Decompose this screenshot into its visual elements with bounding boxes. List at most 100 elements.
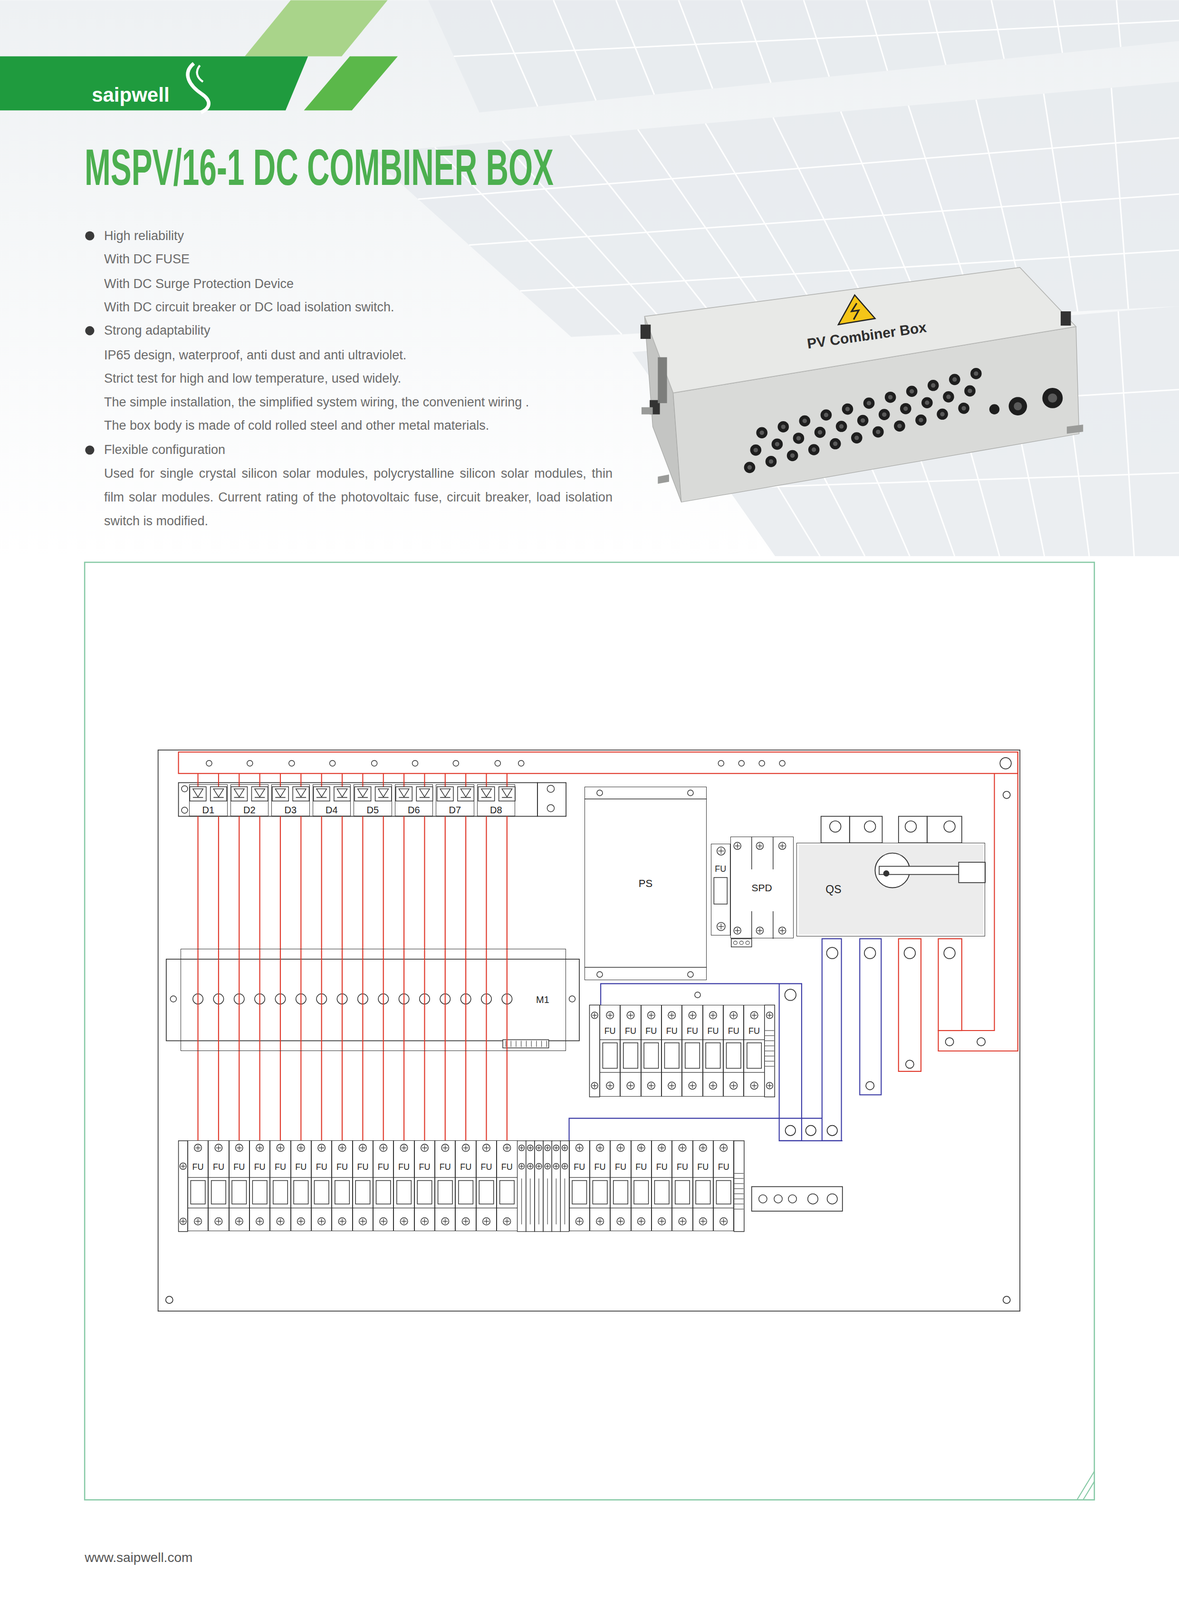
fuse-body xyxy=(314,1180,329,1204)
component-label: FU xyxy=(707,1026,719,1036)
fuse-divider xyxy=(414,1207,435,1208)
end-cap-rib xyxy=(734,1198,744,1199)
diode-module: D3 xyxy=(271,784,310,816)
panel-grid-line xyxy=(469,193,1179,245)
box-hinge xyxy=(1060,311,1071,326)
positive-busbar xyxy=(938,938,962,1031)
diode-module: D8 xyxy=(477,784,516,816)
feature-text: The box body is made of cold rolled stee… xyxy=(104,413,489,438)
terminal-screw xyxy=(441,1217,449,1225)
fuse-divider xyxy=(414,1176,435,1178)
connector-pin xyxy=(515,1040,517,1047)
cable-gland-core xyxy=(918,417,923,422)
terminal-screw xyxy=(596,1217,604,1225)
fuse-divider xyxy=(187,1207,209,1208)
cable-gland xyxy=(948,373,961,386)
feature-text: Used for single crystal silicon solar mo… xyxy=(104,461,613,533)
terminal-screw xyxy=(276,1217,284,1225)
screw-slot xyxy=(671,1012,672,1018)
fuse-body xyxy=(355,1180,370,1204)
busbar-hole xyxy=(864,947,876,959)
cable-gland xyxy=(964,385,976,397)
diode-housing xyxy=(292,786,309,801)
end-cap-rib xyxy=(734,1188,744,1189)
cable-gland xyxy=(1008,396,1028,416)
component-label: FU xyxy=(748,1026,760,1036)
terminal-screw xyxy=(503,1143,511,1151)
cable-gland-core xyxy=(973,371,978,376)
switch-terminal xyxy=(927,815,962,843)
cable-gland xyxy=(958,402,970,414)
box-foot xyxy=(641,407,653,415)
terminal-screw xyxy=(658,1217,666,1225)
screw-slot xyxy=(486,1144,487,1151)
fuse-holder: FU xyxy=(681,1004,703,1097)
fuse-body xyxy=(211,1180,226,1204)
component-label: SPD xyxy=(751,882,773,893)
box-hinge xyxy=(640,324,651,339)
end-cap-rib xyxy=(765,1050,775,1051)
terminal-screw xyxy=(553,1162,559,1169)
component-label: FU xyxy=(274,1162,287,1171)
component-label: FU xyxy=(697,1162,709,1171)
cable-gland xyxy=(1042,387,1063,409)
terminal-screw xyxy=(575,1217,584,1225)
terminal-hole xyxy=(758,1194,767,1203)
fuse-body xyxy=(572,1180,587,1204)
fuse-divider xyxy=(702,1039,724,1040)
fuse-divider xyxy=(743,1039,765,1040)
fuse-divider xyxy=(434,1207,456,1208)
fuse-divider xyxy=(743,1071,765,1073)
terminal-block xyxy=(543,1140,552,1232)
component-label: FU xyxy=(604,1026,616,1036)
terminal-screw xyxy=(756,926,764,934)
diode-housing xyxy=(375,786,392,801)
diode-bar xyxy=(234,796,245,798)
screw-slot xyxy=(712,1083,714,1089)
terminal-screw xyxy=(668,1081,676,1089)
switch-face xyxy=(798,844,983,935)
fuse-divider xyxy=(352,1176,374,1178)
box-lid xyxy=(644,267,1076,393)
screw-slot xyxy=(651,1012,652,1018)
busbar-hole xyxy=(329,760,336,767)
bullet-dot xyxy=(85,230,95,240)
screw-slot xyxy=(403,1218,404,1224)
fuse-holder: FU xyxy=(208,1140,229,1231)
terminal-hole xyxy=(943,820,956,833)
terminal-screw xyxy=(591,1082,598,1089)
terminal-hole xyxy=(829,820,842,833)
screw-slot xyxy=(239,1144,240,1151)
screw-slot xyxy=(362,1218,364,1224)
string-wire xyxy=(321,815,323,1141)
fuse-divider xyxy=(589,1207,611,1208)
screw-slot xyxy=(630,1083,631,1089)
fuse-body xyxy=(716,1180,731,1204)
cable-gland xyxy=(878,408,891,421)
fuse-divider xyxy=(434,1176,456,1178)
screw-slot xyxy=(182,1163,184,1169)
terminal-screw xyxy=(441,1143,449,1151)
feature-text: With DC circuit breaker or DC load isola… xyxy=(104,295,395,319)
diagram-frame xyxy=(84,562,1095,1500)
bullet-dot xyxy=(85,445,95,455)
component-label: D1 xyxy=(202,805,215,815)
fuse-divider xyxy=(599,1071,621,1073)
terminal-screw xyxy=(400,1143,408,1151)
rail-hole xyxy=(181,806,188,814)
fuse-holder: FU xyxy=(269,1140,291,1231)
fuse-divider xyxy=(661,1039,682,1040)
screw-slot xyxy=(341,1218,343,1224)
diode-bar xyxy=(213,796,224,798)
terminal-block xyxy=(517,1140,527,1232)
end-cap-rib xyxy=(765,1045,775,1046)
fuse-divider xyxy=(455,1207,476,1208)
diode-symbol xyxy=(419,788,430,797)
terminal-rib xyxy=(564,1178,566,1225)
fuse-body xyxy=(293,1180,308,1204)
end-cap xyxy=(733,1140,744,1232)
cable-gland-core xyxy=(790,453,795,458)
diode-bar xyxy=(501,796,512,798)
fuse-holder: FU xyxy=(249,1140,270,1231)
diode-housing xyxy=(210,786,227,801)
